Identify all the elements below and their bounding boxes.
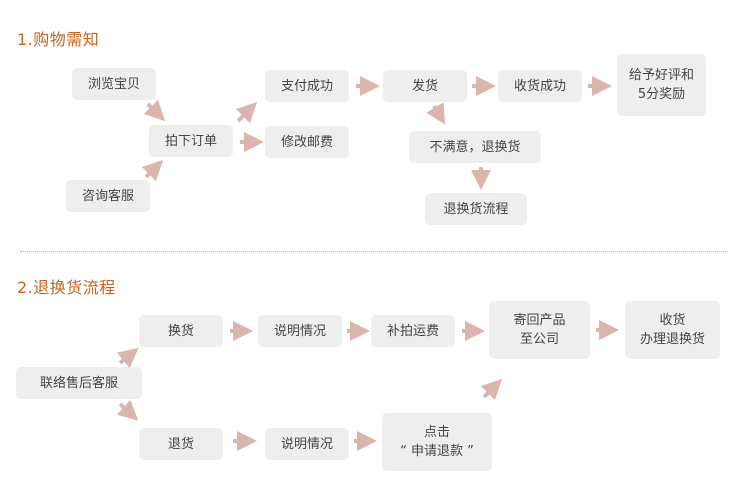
node-modify-postage: 修改邮费 (265, 126, 349, 158)
node-pay: 支付成功 (265, 70, 349, 102)
node-review: 给予好评和 5分奖励 (617, 54, 706, 116)
arrow-ship-to-unsatisfied (426, 102, 446, 125)
node-exchange: 换货 (139, 315, 223, 347)
arrow-order-to-pay (235, 101, 258, 124)
node-refund: 退货 (139, 428, 223, 460)
node-send-back-line2: 至公司 (519, 332, 559, 347)
node-explain1: 说明情况 (258, 315, 342, 347)
arrow-click-to-sendback (480, 378, 503, 401)
node-unsatisfied: 不满意，退换货 (409, 131, 541, 163)
node-send-back-line1: 寄回产品 (513, 313, 566, 328)
section2-title: 2.退换货流程 (17, 278, 116, 297)
node-click-refund: 点击 “ 申请退款 ” (382, 413, 492, 471)
node-received: 收货成功 (498, 70, 582, 102)
node-receive-line1: 收货 (659, 313, 686, 328)
arrow-consult-to-order (141, 159, 164, 182)
node-order: 拍下订单 (149, 125, 233, 157)
node-explain2: 说明情况 (265, 428, 349, 460)
arrow-contact-to-exchange (116, 347, 139, 369)
node-receive: 收货 办理退换货 (625, 301, 720, 359)
node-return-flow: 退换货流程 (425, 193, 527, 225)
node-click-line1: 点击 (423, 425, 450, 440)
section-divider (20, 251, 728, 252)
arrow-browse-to-order (143, 99, 166, 122)
node-ship: 发货 (383, 70, 467, 102)
node-review-line1: 给予好评和 (628, 68, 694, 83)
section1-title: 1.购物需知 (17, 30, 100, 49)
node-browse: 浏览宝贝 (72, 68, 156, 100)
node-send-back: 寄回产品 至公司 (489, 301, 590, 359)
node-extra-shipping: 补拍运费 (371, 315, 455, 347)
node-review-line2: 5分奖励 (637, 87, 686, 102)
node-consult: 咨询客服 (66, 180, 150, 212)
node-receive-line2: 办理退换货 (639, 332, 705, 347)
node-contact: 联络售后客服 (16, 367, 142, 399)
arrow-contact-to-refund (116, 399, 139, 421)
node-click-line2: “ 申请退款 ” (400, 444, 474, 459)
